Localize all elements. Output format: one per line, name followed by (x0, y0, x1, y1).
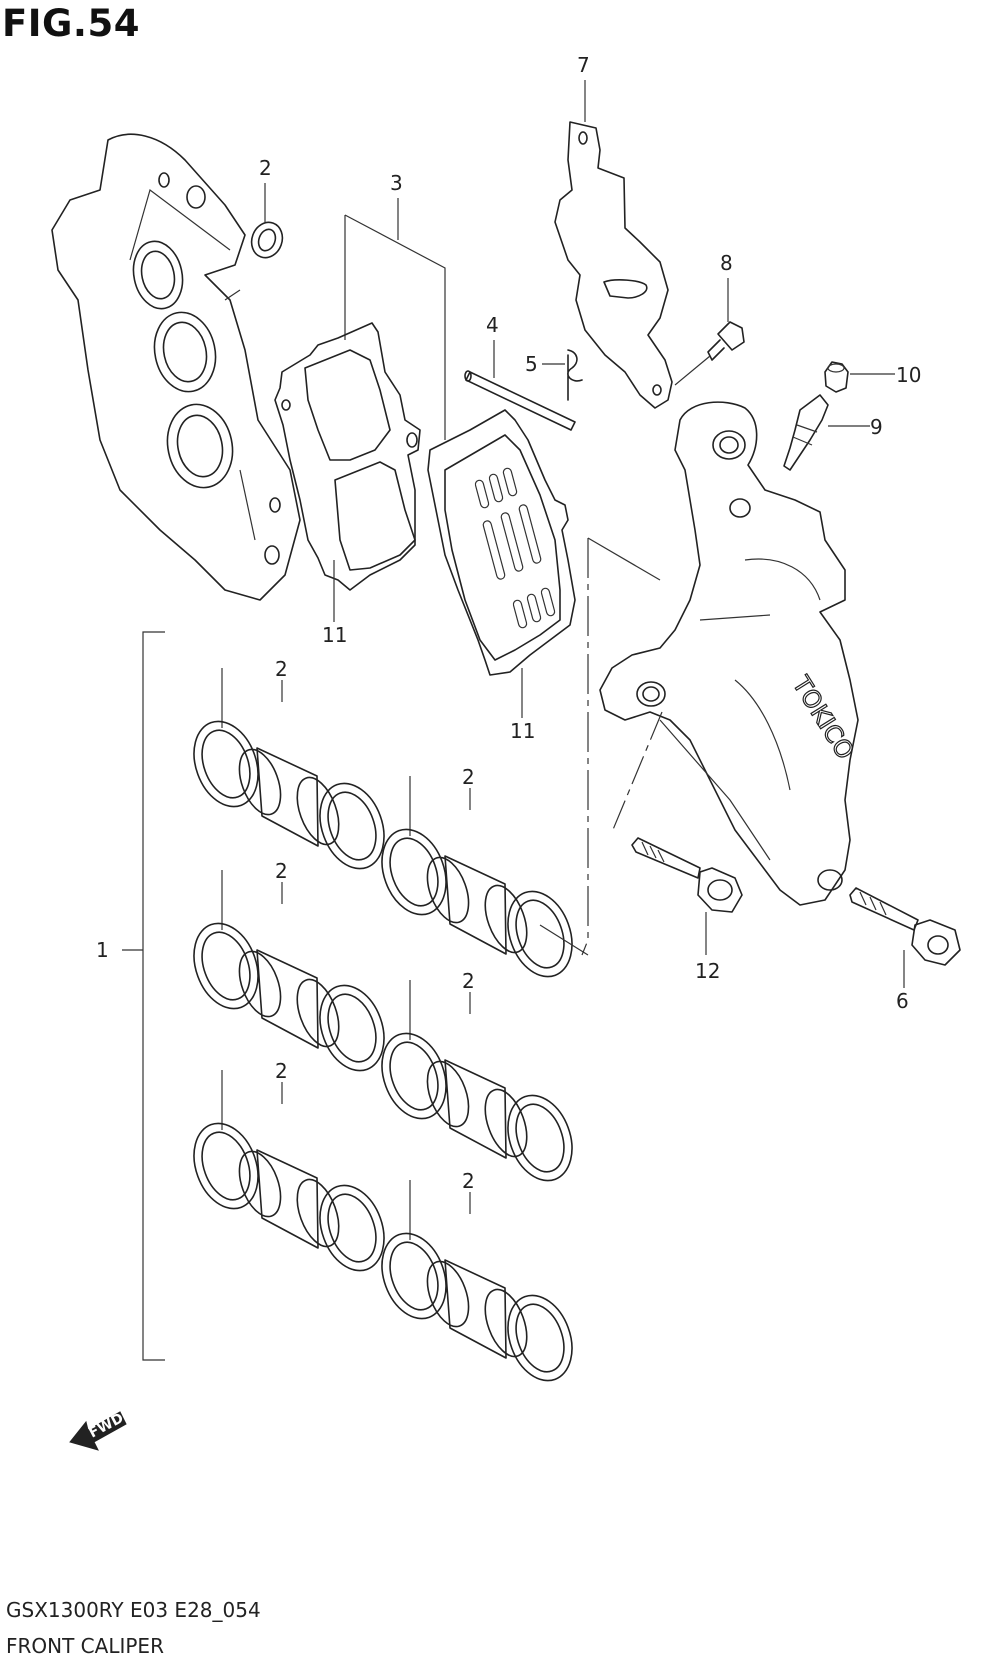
bleeder-cap (824, 361, 895, 393)
label-2-set-4: 2 (462, 969, 475, 993)
label-2-top: 2 (259, 156, 272, 180)
label-2-set-1: 2 (275, 657, 288, 681)
caliper-outer-half (51, 133, 301, 601)
label-2-set-6: 2 (462, 1169, 475, 1193)
label-2-set-2: 2 (462, 765, 475, 789)
seal-small (250, 183, 284, 259)
hose-guide-bracket (554, 80, 673, 409)
pad-set-bracket (344, 198, 446, 440)
diagram-caption: FRONT CALIPER (6, 1634, 164, 1658)
piston-seal-set-5 (181, 1069, 397, 1281)
label-3: 3 (390, 171, 403, 195)
label-9: 9 (870, 415, 883, 439)
clip (567, 349, 583, 401)
label-12: 12 (695, 959, 720, 983)
piston-seal-set-3 (181, 869, 397, 1081)
label-11-left: 11 (322, 623, 347, 647)
label-2-set-5: 2 (275, 1059, 288, 1083)
brake-pad-left (274, 322, 421, 591)
label-8: 8 (720, 251, 733, 275)
pad-pin (464, 340, 576, 431)
label-2-set-3: 2 (275, 859, 288, 883)
caliper-bolt (631, 837, 743, 955)
label-4: 4 (486, 313, 499, 337)
label-5: 5 (525, 352, 538, 376)
model-code: GSX1300RY E03 E28_054 (6, 1598, 261, 1622)
guide-bolt (674, 278, 745, 386)
shim-slots (474, 467, 556, 629)
brake-pad-shim-right (427, 409, 576, 676)
bleeder-valve (783, 394, 870, 471)
label-11-right: 11 (510, 719, 535, 743)
brand-text: TOKICO (786, 670, 859, 764)
piston-seal-set-4 (369, 979, 585, 1191)
piston-seal-set-1 (181, 667, 397, 879)
label-7: 7 (577, 53, 590, 77)
caliper-set-bracket (122, 631, 165, 1361)
fwd-label: FWD (86, 1410, 126, 1441)
mount-bolt (849, 887, 961, 988)
label-10: 10 (896, 363, 921, 387)
caliper-inner-half: TOKICO (599, 401, 860, 906)
fwd-arrow-icon: FWD (69, 1410, 127, 1451)
piston-seal-set-6 (369, 1179, 585, 1391)
figure-title: FIG.54 (2, 2, 140, 45)
label-1: 1 (96, 938, 109, 962)
label-6: 6 (896, 989, 909, 1013)
piston-seal-set-2 (369, 775, 589, 987)
